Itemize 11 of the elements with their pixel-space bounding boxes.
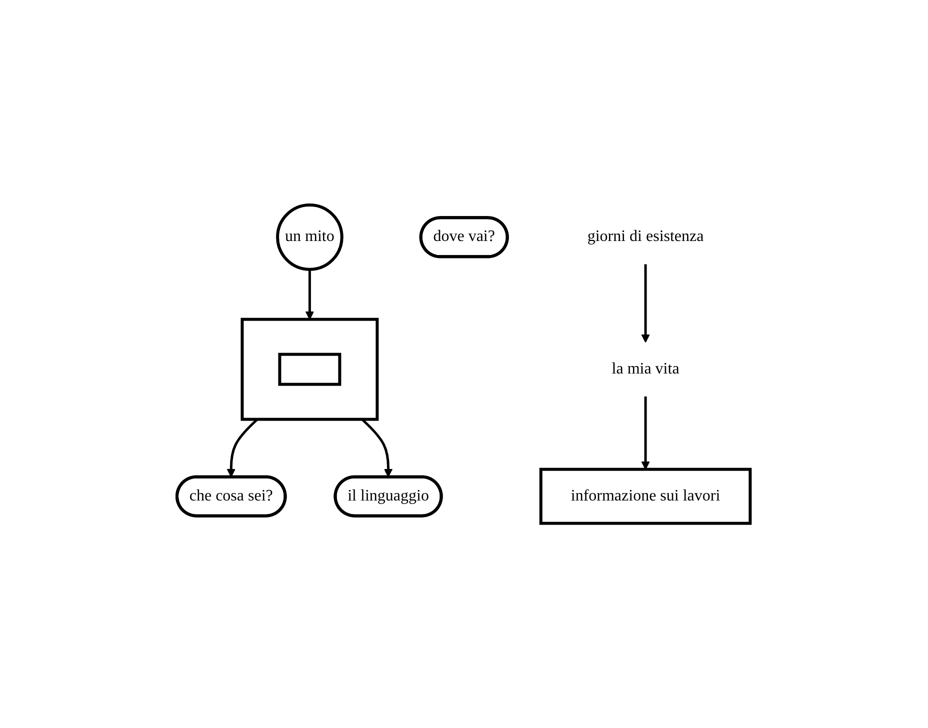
node-text: la mia vita — [612, 360, 680, 378]
node-box: informazione sui lavori — [540, 468, 752, 525]
node-box — [278, 352, 342, 386]
node-circle: un mito — [276, 203, 344, 271]
arrow — [306, 269, 314, 320]
arrow — [227, 418, 259, 478]
arrow — [642, 264, 650, 343]
arrow — [642, 396, 650, 470]
cluster — [241, 318, 380, 421]
arrow — [362, 418, 394, 478]
node-text: giorni di esistenza — [588, 228, 704, 245]
